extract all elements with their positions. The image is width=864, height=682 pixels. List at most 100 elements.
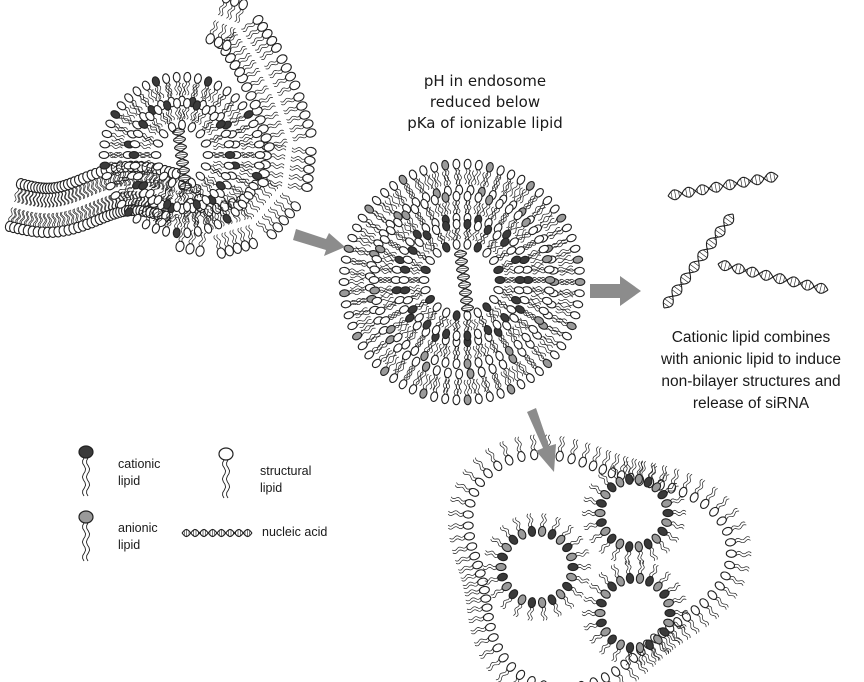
- lipid-head: [301, 183, 312, 192]
- lipid-head: [456, 369, 463, 379]
- lipid-head: [463, 510, 474, 518]
- lipid-head: [200, 162, 211, 172]
- lipid-head: [485, 391, 494, 402]
- lipid-head: [716, 515, 728, 527]
- lipid-head: [453, 395, 460, 405]
- released-sirna: [663, 172, 828, 308]
- lipid-head: [570, 244, 581, 253]
- lipid-head: [615, 639, 626, 651]
- lipid-head: [453, 359, 460, 369]
- lipid-head: [162, 226, 171, 237]
- lipid-head: [477, 577, 488, 586]
- lipid-head: [497, 652, 509, 664]
- lipid-head: [501, 581, 513, 592]
- lipid-head: [574, 289, 584, 297]
- lipid-head: [167, 122, 177, 134]
- lipid-head: [187, 122, 197, 134]
- lipid-head: [595, 509, 605, 516]
- lipid-head: [600, 672, 611, 682]
- lipid-head: [432, 365, 441, 376]
- endosome-lnp: [339, 159, 585, 405]
- lipid-head: [514, 265, 525, 274]
- legend-label-anionic: anionic lipid: [118, 520, 158, 554]
- lipid-head: [544, 287, 554, 295]
- lipid-head: [453, 310, 461, 320]
- lipid-head: [341, 255, 352, 263]
- lipid-head: [424, 294, 436, 305]
- base-pair: [729, 180, 731, 190]
- base-pair: [684, 274, 691, 279]
- lipid-head: [477, 366, 486, 377]
- lipid-head: [475, 394, 483, 404]
- lipid-head: [379, 187, 390, 199]
- lipid-head: [466, 542, 477, 552]
- lipid-head: [726, 550, 736, 558]
- base-pair: [672, 290, 679, 295]
- lipid-head: [369, 266, 379, 274]
- lipid-head: [341, 300, 352, 308]
- lipid-head: [542, 195, 554, 207]
- lipid-head: [441, 160, 449, 170]
- lipid-head: [566, 572, 578, 582]
- base-pair: [724, 261, 726, 271]
- lipid-head: [598, 463, 608, 475]
- lipid-head: [369, 277, 379, 284]
- lipid-head: [545, 277, 555, 284]
- legend-label-nucleic-acid: nucleic acid: [262, 524, 327, 541]
- lipid-head: [573, 300, 584, 308]
- release-caption-line-3: non-bilayer structures and: [635, 371, 864, 393]
- lipid-head: [561, 581, 573, 592]
- lipid-head: [184, 228, 191, 238]
- lipid-head: [725, 538, 736, 547]
- lipid-head: [464, 499, 475, 508]
- lipid-head: [596, 598, 608, 608]
- lipid-head: [371, 195, 383, 207]
- lipid-head: [636, 573, 645, 584]
- lipid-head: [488, 255, 500, 266]
- lipid-head: [162, 73, 171, 84]
- base-pair: [709, 239, 717, 245]
- lipid-head: [431, 247, 442, 259]
- lipid-head: [302, 174, 313, 183]
- lipid-head: [173, 228, 180, 238]
- lipid-head: [402, 295, 413, 305]
- base-pair: [674, 190, 676, 200]
- lipid-head: [538, 597, 547, 608]
- legend-icon-structural: [219, 448, 233, 498]
- base-pair: [704, 185, 706, 194]
- base-pair: [820, 283, 822, 293]
- lipid-head: [474, 569, 486, 579]
- lipid-head: [339, 289, 349, 297]
- base-pair: [765, 270, 767, 280]
- lipid-head: [453, 159, 460, 169]
- lipid-head: [517, 451, 526, 462]
- lipid-head: [635, 541, 644, 552]
- base-pair: [665, 299, 673, 305]
- lipid-head: [528, 526, 537, 537]
- lipid-head: [453, 239, 461, 249]
- legend-icon-cationic: [79, 446, 93, 496]
- lipid-head: [574, 267, 584, 275]
- base-pair: [690, 264, 698, 270]
- lipid-head: [464, 219, 472, 229]
- lipid-head: [141, 80, 151, 92]
- lipid-head: [363, 349, 375, 360]
- strand: [668, 175, 778, 197]
- endosome-caption-line-2: reduced below: [390, 92, 580, 113]
- release-caption-line-4: release of siRNA: [635, 393, 864, 415]
- lipid-head: [213, 218, 223, 230]
- lipid-head: [501, 542, 513, 553]
- lipid-head: [505, 245, 517, 256]
- base-pair: [779, 274, 781, 284]
- lipid-head: [339, 267, 349, 275]
- lipid-head: [467, 369, 475, 379]
- base-pair: [707, 243, 714, 248]
- sirna-strand-1: [668, 172, 778, 199]
- lipid-head: [469, 551, 481, 561]
- lipid-head: [555, 451, 564, 462]
- lipid-head: [419, 165, 429, 176]
- endosome-ph-caption: pH in endosome reduced below pKa of ioni…: [390, 71, 580, 134]
- lipid-head: [547, 594, 558, 606]
- lipid-head: [255, 152, 265, 159]
- lipid-head: [508, 236, 520, 247]
